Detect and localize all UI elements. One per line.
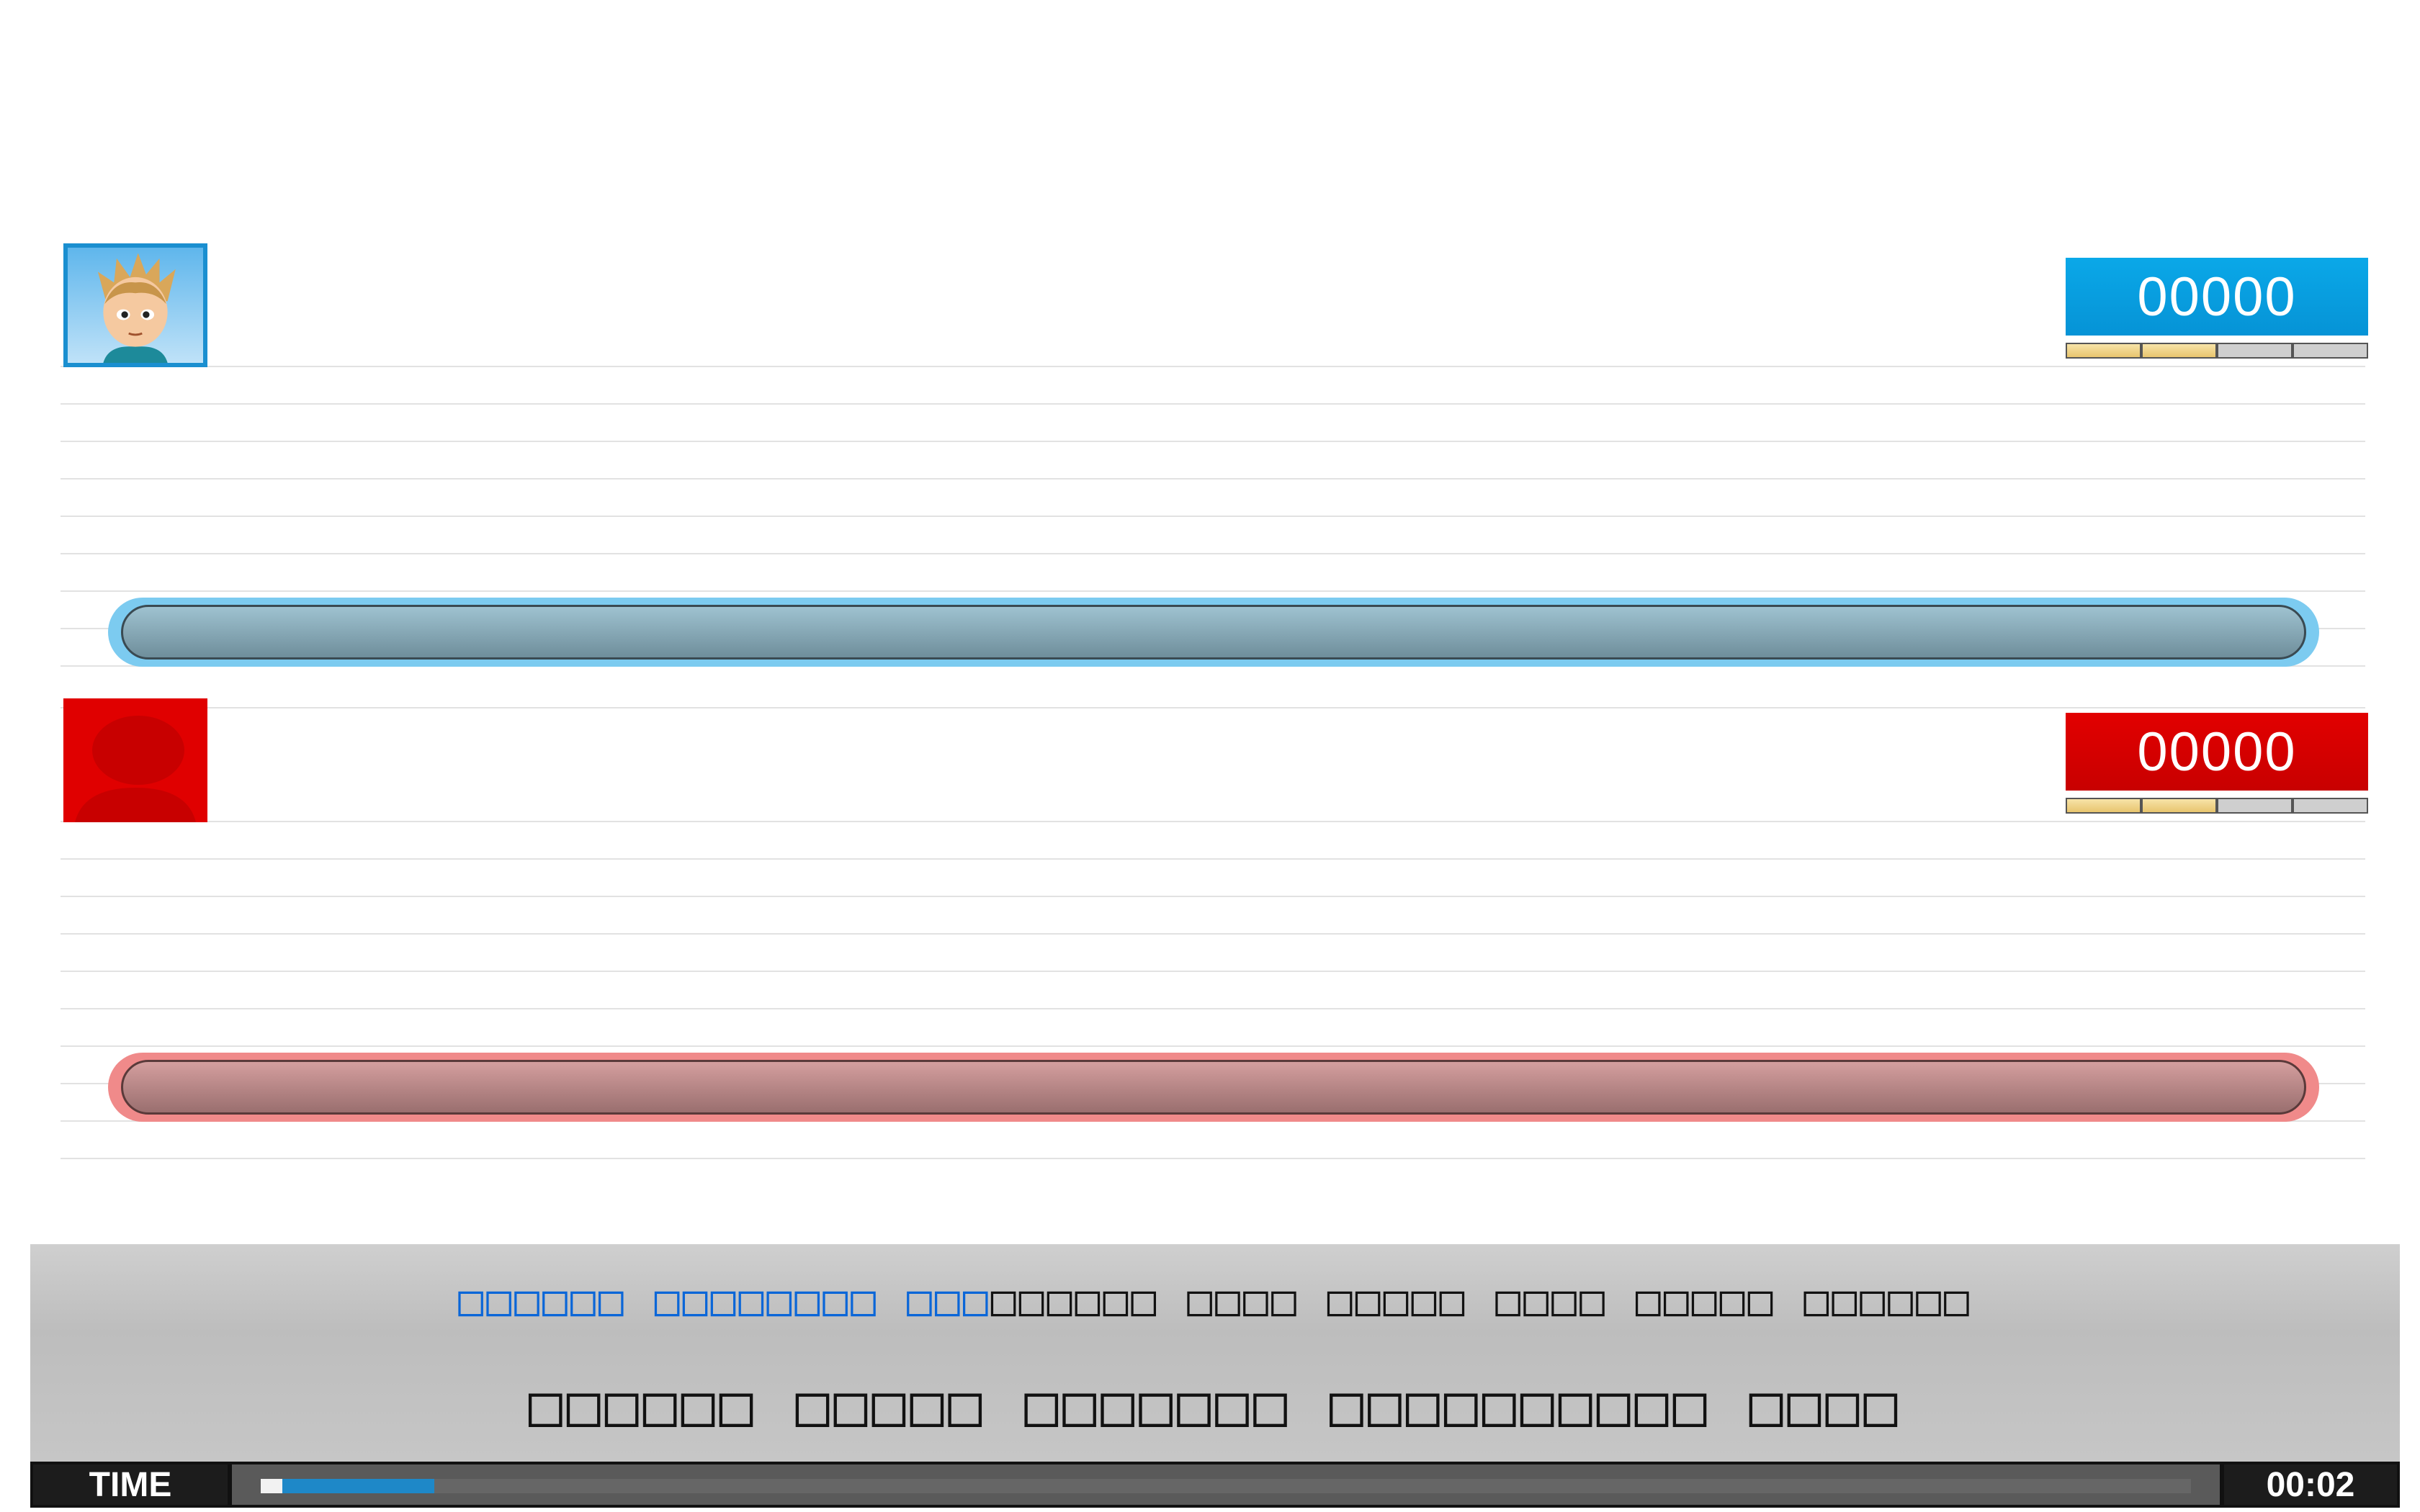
life-segment [2294, 799, 2367, 812]
life-segment [2294, 344, 2367, 357]
life-segment [2067, 344, 2140, 357]
player1-progress-track [108, 598, 2319, 667]
boy-avatar-icon [97, 253, 176, 363]
life-segment [2218, 799, 2291, 812]
timer-bar: TIME 00:02 [30, 1462, 2400, 1508]
player2-score: 00000 [2066, 713, 2368, 791]
timer-track [228, 1464, 2224, 1505]
life-segment [2143, 344, 2215, 357]
player1-avatar [63, 243, 207, 367]
player1-score: 00000 [2066, 258, 2368, 336]
timer-fill [261, 1479, 434, 1493]
life-segment [2067, 799, 2140, 812]
life-segment [2218, 344, 2291, 357]
player2-progress-track [108, 1053, 2319, 1122]
current-line: □□□□□□ □□□□□□□□ □□□□□□□□□ □□□□ □□□□□ □□□… [30, 1276, 2400, 1325]
player2-lives-bar [2066, 798, 2368, 814]
player1-lives-bar [2066, 343, 2368, 359]
timer-knob [261, 1479, 282, 1493]
silhouette-avatar-icon [75, 716, 196, 822]
player2-avatar [63, 698, 207, 822]
timer-value: 00:02 [2266, 1465, 2355, 1504]
timer-label: TIME [89, 1465, 172, 1504]
typing-prompt-panel: □□□□□□ □□□□□□□□ □□□□□□□□□ □□□□ □□□□□ □□□… [30, 1244, 2400, 1462]
life-segment [2143, 799, 2215, 812]
remaining-text: □□□□□□ □□□□ □□□□□ □□□□ □□□□□ □□□□□□ [990, 1276, 1972, 1325]
typed-text: □□□□□□ □□□□□□□□ □□□ [458, 1276, 991, 1325]
next-line: □□□□□□ □□□□□ □□□□□□□ □□□□□□□□□□ □□□□ [528, 1374, 1902, 1439]
